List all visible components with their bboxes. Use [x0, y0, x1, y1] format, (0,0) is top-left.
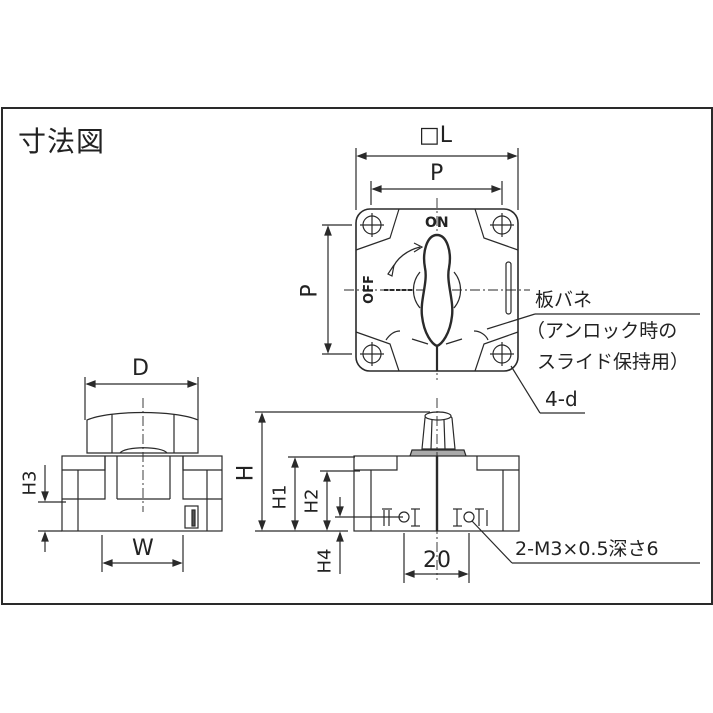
leaf-spring-label: 板バネ: [535, 289, 593, 311]
pitch-label-vertical: P: [297, 284, 323, 298]
h4-label: H4: [314, 548, 336, 574]
on-marking: ON: [425, 215, 449, 231]
off-marking: OFF: [361, 275, 377, 304]
h-label: H: [233, 464, 259, 482]
side-view: [38, 377, 223, 572]
width-w-label: W: [132, 536, 154, 561]
width-d-label: D: [132, 356, 149, 381]
top-view: [322, 148, 530, 380]
leaf-spring-note-2: スライド保持用）: [537, 351, 690, 373]
h3-label: H3: [19, 470, 41, 496]
tapped-holes-label: 2-M3×0.5深さ6: [515, 538, 659, 560]
leaf-spring-note-1: （アンロック時の: [526, 320, 678, 342]
h2-label: H2: [301, 488, 323, 514]
pitch-label-horizontal: P: [430, 161, 444, 186]
h1-label: H1: [269, 484, 291, 510]
size-l-label: □L: [419, 123, 453, 148]
spacing-20-label: 20: [423, 548, 451, 573]
front-view: [255, 398, 700, 583]
holes-label: 4-d: [545, 387, 578, 411]
drawing-title: 寸法図: [18, 125, 106, 158]
drawing-frame: [1, 107, 713, 605]
